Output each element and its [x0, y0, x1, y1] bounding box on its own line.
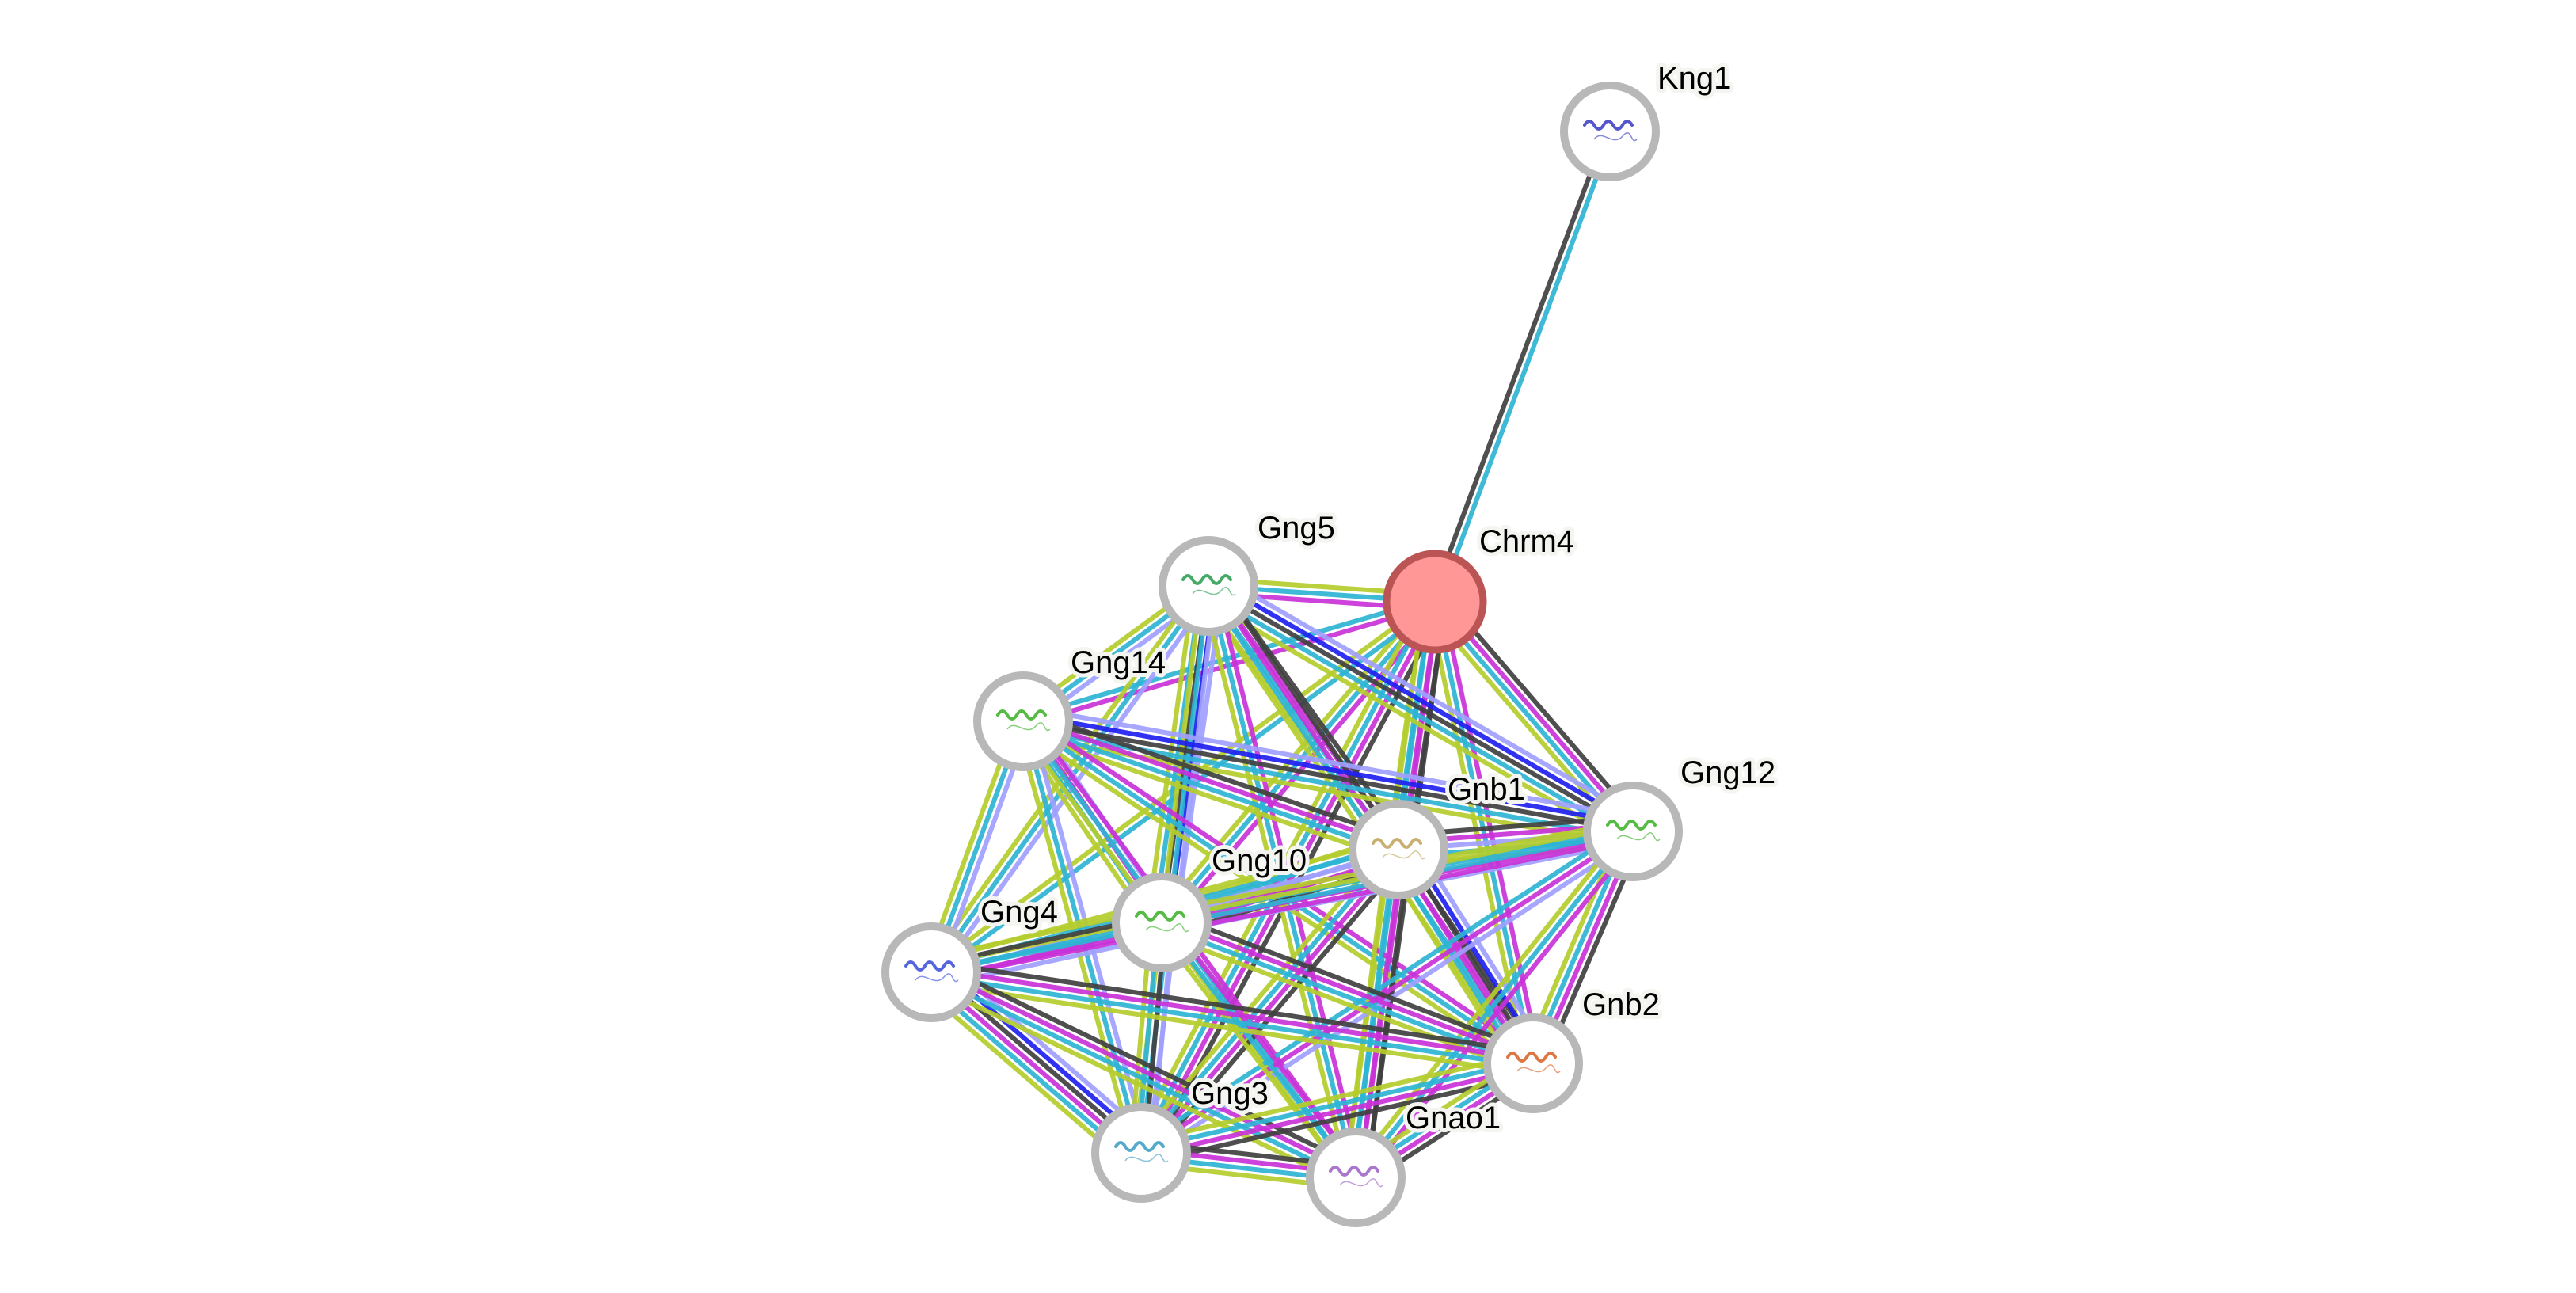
- edge-channel-coexpression: [1164, 910, 1538, 1056]
- edge-channel-experiments: [1356, 850, 1405, 1178]
- edge-channel-experiments: [1141, 1064, 1535, 1159]
- node-label-gnb1: Gnb1: [1448, 772, 1525, 807]
- edge-channel-coexpression: [1364, 850, 1412, 1180]
- protein-structure-icon: [1506, 1052, 1561, 1074]
- edge-channel-experiments: [1162, 916, 1535, 1063]
- node-gng4[interactable]: [881, 922, 981, 1022]
- node-label-gng14: Gng14: [1071, 645, 1166, 680]
- edge-channel-textmining: [929, 980, 1532, 1077]
- edge-channel-databases: [1021, 722, 1398, 856]
- edge-channel-experiments: [1359, 834, 1641, 1184]
- edge-channel-experiments: [931, 967, 1359, 1177]
- edge-channel-experiments: [1023, 715, 1401, 849]
- node-ring: [881, 922, 981, 1022]
- edge-channel-databases: [1159, 921, 1358, 1179]
- edge-channel-coexpression: [932, 959, 1535, 1055]
- protein-structure-icon: [1606, 820, 1661, 842]
- edge-channel-textmining: [1154, 925, 1353, 1184]
- node-label-gng3: Gng3: [1191, 1076, 1269, 1111]
- edge-chrm4-kng1[interactable]: [1429, 129, 1616, 604]
- edge-channel-databases: [930, 973, 1533, 1070]
- node-ring: [973, 671, 1073, 771]
- edge-channel-cooccurrence: [1211, 577, 1638, 827]
- node-gng5[interactable]: [1159, 536, 1258, 636]
- edge-channel-experiments: [1439, 599, 1543, 1063]
- node-kng1[interactable]: [1560, 82, 1660, 181]
- node-ring: [1560, 82, 1660, 181]
- edge-channel-coexpression: [1207, 584, 1634, 834]
- edge-channel-textmining: [1348, 825, 1630, 1175]
- node-label-gng10: Gng10: [1212, 843, 1307, 878]
- node-chrm4[interactable]: [1383, 550, 1487, 654]
- node-gnao1[interactable]: [1306, 1128, 1406, 1227]
- edge-channel-homology: [1025, 705, 1636, 820]
- node-label-kng1: Kng1: [1657, 61, 1731, 96]
- node-gnb2[interactable]: [1483, 1013, 1583, 1113]
- node-gng12[interactable]: [1583, 782, 1683, 881]
- edge-channel-databases: [1203, 590, 1630, 840]
- nodes-layer: [881, 82, 1683, 1227]
- edge-channel-databases: [1436, 131, 1616, 604]
- edge-gng10-gnao1[interactable]: [1154, 916, 1364, 1184]
- edge-channel-homology: [1214, 571, 1642, 822]
- edge-channel-textmining: [925, 979, 1353, 1189]
- node-gnb1[interactable]: [1349, 800, 1448, 899]
- edge-gng12-gnao1[interactable]: [1348, 825, 1641, 1184]
- edge-channel-databases: [1136, 823, 1630, 1149]
- edge-channel-databases: [928, 973, 1356, 1183]
- protein-structure-icon: [996, 709, 1051, 732]
- edge-gng4-gnb2[interactable]: [929, 959, 1535, 1077]
- node-label-chrm4: Chrm4: [1479, 524, 1574, 559]
- node-ring: [1483, 1013, 1583, 1113]
- edge-channel-coexpression: [1022, 719, 1634, 834]
- node-ring: [1583, 782, 1683, 881]
- edge-channel-coexpression: [1025, 709, 1403, 842]
- edge-channel-databases: [1140, 1057, 1533, 1152]
- edge-channel-experiments: [1142, 850, 1403, 1157]
- node-ring: [1306, 1128, 1406, 1227]
- edge-channel-coexpression: [1429, 129, 1609, 602]
- node-ring: [1159, 536, 1258, 636]
- node-gng3[interactable]: [1091, 1103, 1191, 1203]
- protein-structure-icon: [1372, 838, 1426, 860]
- edge-channel-coexpression: [934, 960, 1362, 1170]
- protein-structure-icon: [1135, 911, 1189, 933]
- edge-gng4-gnao1[interactable]: [925, 960, 1362, 1189]
- node-label-gnb2: Gnb2: [1582, 987, 1660, 1022]
- query-node-circle: [1383, 550, 1487, 654]
- protein-structure-icon: [1181, 574, 1236, 596]
- node-gng14[interactable]: [973, 671, 1073, 771]
- edge-channel-experiments: [1165, 916, 1364, 1175]
- edge-channel-databases: [1353, 830, 1635, 1179]
- edge-channel-experiments: [931, 966, 1535, 1063]
- protein-structure-icon: [1114, 1141, 1169, 1163]
- node-ring: [1349, 800, 1448, 899]
- node-gng10[interactable]: [1112, 873, 1212, 972]
- edge-channel-textmining: [1138, 1050, 1532, 1145]
- node-label-gnao1: Gnao1: [1406, 1101, 1501, 1135]
- node-ring: [1112, 873, 1212, 972]
- edge-channel-cooccurrence: [1024, 712, 1635, 827]
- node-ring: [1091, 1103, 1191, 1203]
- edge-channel-textmining: [1145, 584, 1197, 921]
- node-label-gng5: Gng5: [1258, 511, 1335, 546]
- protein-structure-icon: [904, 960, 959, 983]
- protein-structure-icon: [1329, 1166, 1383, 1188]
- protein-structure-icon: [1583, 120, 1638, 142]
- node-label-gng12: Gng12: [1680, 755, 1775, 790]
- node-label-gng4: Gng4: [980, 895, 1058, 930]
